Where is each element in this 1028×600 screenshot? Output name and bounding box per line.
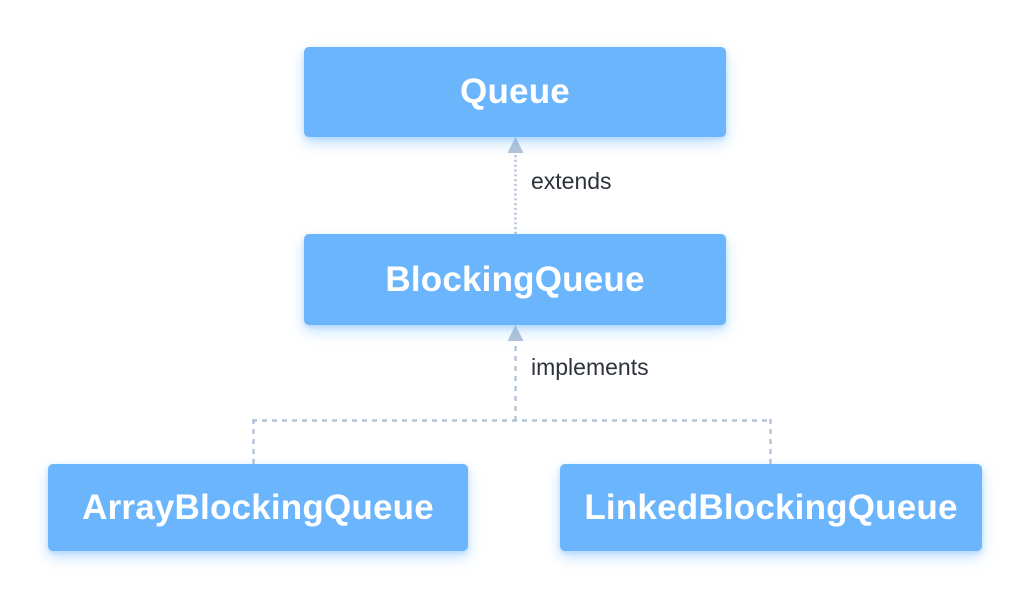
edge-label-implements: implements — [531, 354, 649, 380]
class-node-arrayblockingqueue[interactable]: ArrayBlockingQueue — [48, 464, 468, 551]
extends-arrowhead-icon — [507, 137, 524, 153]
implements-arrowhead-icon — [507, 325, 524, 341]
extends-connector — [507, 137, 524, 234]
class-node-blockingqueue[interactable]: BlockingQueue — [304, 234, 726, 325]
edge-label-extends: extends — [531, 168, 612, 194]
class-node-linkedblockingqueue[interactable]: LinkedBlockingQueue — [560, 464, 982, 551]
class-node-queue[interactable]: Queue — [304, 47, 726, 137]
implements-connector — [252, 325, 772, 465]
